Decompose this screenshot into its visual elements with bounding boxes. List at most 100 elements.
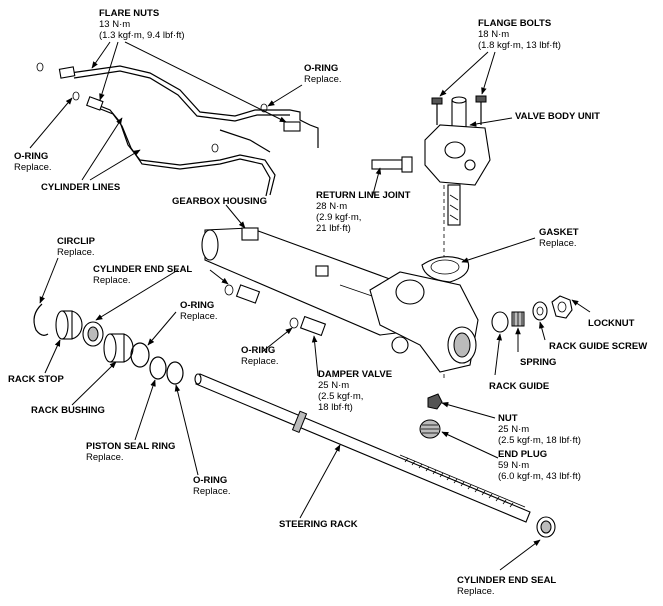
o-ring-small-3 — [260, 103, 268, 113]
label-gasket: GASKET Replace. — [539, 227, 579, 249]
label-line: 21 lbf·ft) — [316, 223, 351, 234]
label-title: DAMPER VALVE — [318, 369, 393, 380]
o-ring-cylinder-line-1 — [224, 284, 234, 296]
label-piston-seal-ring: PISTON SEAL RING Replace. — [86, 441, 175, 463]
o-ring-mid-drawing — [130, 342, 150, 368]
label-line: Replace. — [193, 486, 231, 497]
locknut-drawing — [551, 295, 573, 319]
label-flare-nuts: FLARE NUTS 13 N·m (1.3 kgf·m, 9.4 lbf·ft… — [99, 8, 185, 41]
label-nut: NUT 25 N·m (2.5 kgf·m, 18 lbf·ft) — [498, 413, 581, 446]
label-line: Replace. — [57, 247, 95, 258]
label-cylinder-lines: CYLINDER LINES — [41, 182, 120, 193]
label-title: RETURN LINE JOINT — [316, 190, 411, 201]
label-o-ring-bottom: O-RING Replace. — [193, 475, 231, 497]
label-damper-valve: DAMPER VALVE 25 N·m (2.5 kgf·m, 18 lbf·f… — [318, 369, 392, 413]
label-line: (1.8 kgf·m, 13 lbf·ft) — [478, 40, 561, 51]
label-line: Replace. — [86, 452, 124, 463]
rack-bushing-drawing — [103, 333, 134, 363]
label-o-ring-left: O-RING Replace. — [14, 151, 52, 173]
label-title: O-RING — [180, 300, 215, 311]
label-title: PISTON SEAL RING — [86, 441, 176, 452]
label-title: CIRCLIP — [57, 236, 95, 247]
rack-guide-screw-drawing — [532, 301, 548, 321]
label-title: O-RING — [304, 63, 339, 74]
flange-bolt-2 — [475, 95, 487, 125]
label-rack-guide-screw: RACK GUIDE SCREW — [549, 341, 647, 352]
label-line: 25 N·m — [498, 424, 530, 435]
label-gearbox-housing: GEARBOX HOUSING — [172, 196, 267, 207]
label-title: FLARE NUTS — [99, 8, 160, 19]
label-line: Replace. — [304, 74, 342, 85]
gasket-drawing — [421, 256, 470, 283]
label-title: O-RING — [193, 475, 228, 486]
flange-bolt-1 — [431, 97, 443, 125]
gearbox-housing-drawing — [201, 227, 479, 373]
circlip-drawing — [33, 303, 49, 336]
label-line: Replace. — [14, 162, 52, 173]
o-ring-damper-drawing — [289, 317, 299, 329]
label-title: CYLINDER END SEAL — [93, 264, 193, 275]
label-line: 13 N·m — [99, 19, 131, 30]
label-spring: SPRING — [520, 357, 556, 368]
label-line: (1.3 kgf·m, 9.4 lbf·ft) — [99, 30, 185, 41]
nut-drawing — [427, 393, 443, 410]
flare-nut-left-1 — [58, 66, 76, 79]
label-line: 18 lbf·ft) — [318, 402, 353, 413]
return-line-joint-drawing — [371, 156, 413, 173]
o-ring-small-2 — [72, 91, 80, 101]
label-circlip: CIRCLIP Replace. — [57, 236, 95, 258]
label-title: RACK BUSHING — [31, 405, 105, 416]
spring-drawing — [511, 311, 525, 327]
piston-seal-ring-drawing — [149, 356, 167, 380]
label-valve-body-unit: VALVE BODY UNIT — [515, 111, 600, 122]
label-rack-bushing: RACK BUSHING — [31, 405, 105, 416]
cylinder-lines-drawing — [69, 65, 319, 197]
flare-nut-left-2 — [86, 96, 104, 111]
label-title: END PLUG — [498, 449, 548, 460]
label-title: SPRING — [520, 357, 557, 368]
label-title: CYLINDER END SEAL — [457, 575, 557, 586]
damper-valve-drawing — [299, 315, 327, 337]
label-o-ring-mid: O-RING Replace. — [180, 300, 218, 322]
flare-nut-right — [283, 121, 301, 132]
valve-body-unit-drawing — [424, 96, 491, 226]
label-title: RACK GUIDE SCREW — [549, 341, 648, 352]
label-rack-guide: RACK GUIDE — [489, 381, 549, 392]
steering-rack-drawing — [194, 373, 531, 523]
o-ring-small-4 — [211, 143, 219, 153]
label-title: FLANGE BOLTS — [478, 18, 552, 29]
label-title: GEARBOX HOUSING — [172, 196, 268, 207]
rack-guide-drawing — [491, 311, 509, 333]
rack-teeth — [404, 457, 514, 508]
end-plug-drawing — [419, 419, 441, 439]
label-title: VALVE BODY UNIT — [515, 111, 600, 122]
o-ring-small-1 — [36, 62, 44, 72]
leader-lines — [29, 41, 591, 571]
label-return-line-joint: RETURN LINE JOINT 28 N·m (2.9 kgf·m, 21 … — [316, 190, 410, 234]
label-title: NUT — [498, 413, 518, 424]
label-line: Replace. — [93, 275, 131, 286]
label-line: (2.5 kgf·m, 18 lbf·ft) — [498, 435, 581, 446]
label-cylinder-end-seal-top: CYLINDER END SEAL Replace. — [93, 264, 192, 286]
label-rack-stop: RACK STOP — [8, 374, 64, 385]
label-line: 59 N·m — [498, 460, 530, 471]
label-title: STEERING RACK — [279, 519, 358, 530]
label-title: O-RING — [241, 345, 276, 356]
label-title: RACK GUIDE — [489, 381, 550, 392]
label-line: Replace. — [457, 586, 495, 597]
label-line: (2.9 kgf·m, — [316, 212, 362, 223]
label-line: Replace. — [180, 311, 218, 322]
label-line: 18 N·m — [478, 29, 510, 40]
label-line: Replace. — [241, 356, 279, 367]
label-line: Replace. — [539, 238, 577, 249]
label-o-ring-damper: O-RING Replace. — [241, 345, 279, 367]
label-cylinder-end-seal-bottom: CYLINDER END SEAL Replace. — [457, 575, 556, 597]
label-flange-bolts: FLANGE BOLTS 18 N·m (1.8 kgf·m, 13 lbf·f… — [478, 18, 561, 51]
label-line: (6.0 kgf·m, 43 lbf·ft) — [498, 471, 581, 482]
rack-stop-drawing — [55, 310, 83, 340]
label-title: GASKET — [539, 227, 579, 238]
label-line: 28 N·m — [316, 201, 348, 212]
o-ring-bottom-drawing — [166, 361, 184, 385]
label-line: 25 N·m — [318, 380, 350, 391]
